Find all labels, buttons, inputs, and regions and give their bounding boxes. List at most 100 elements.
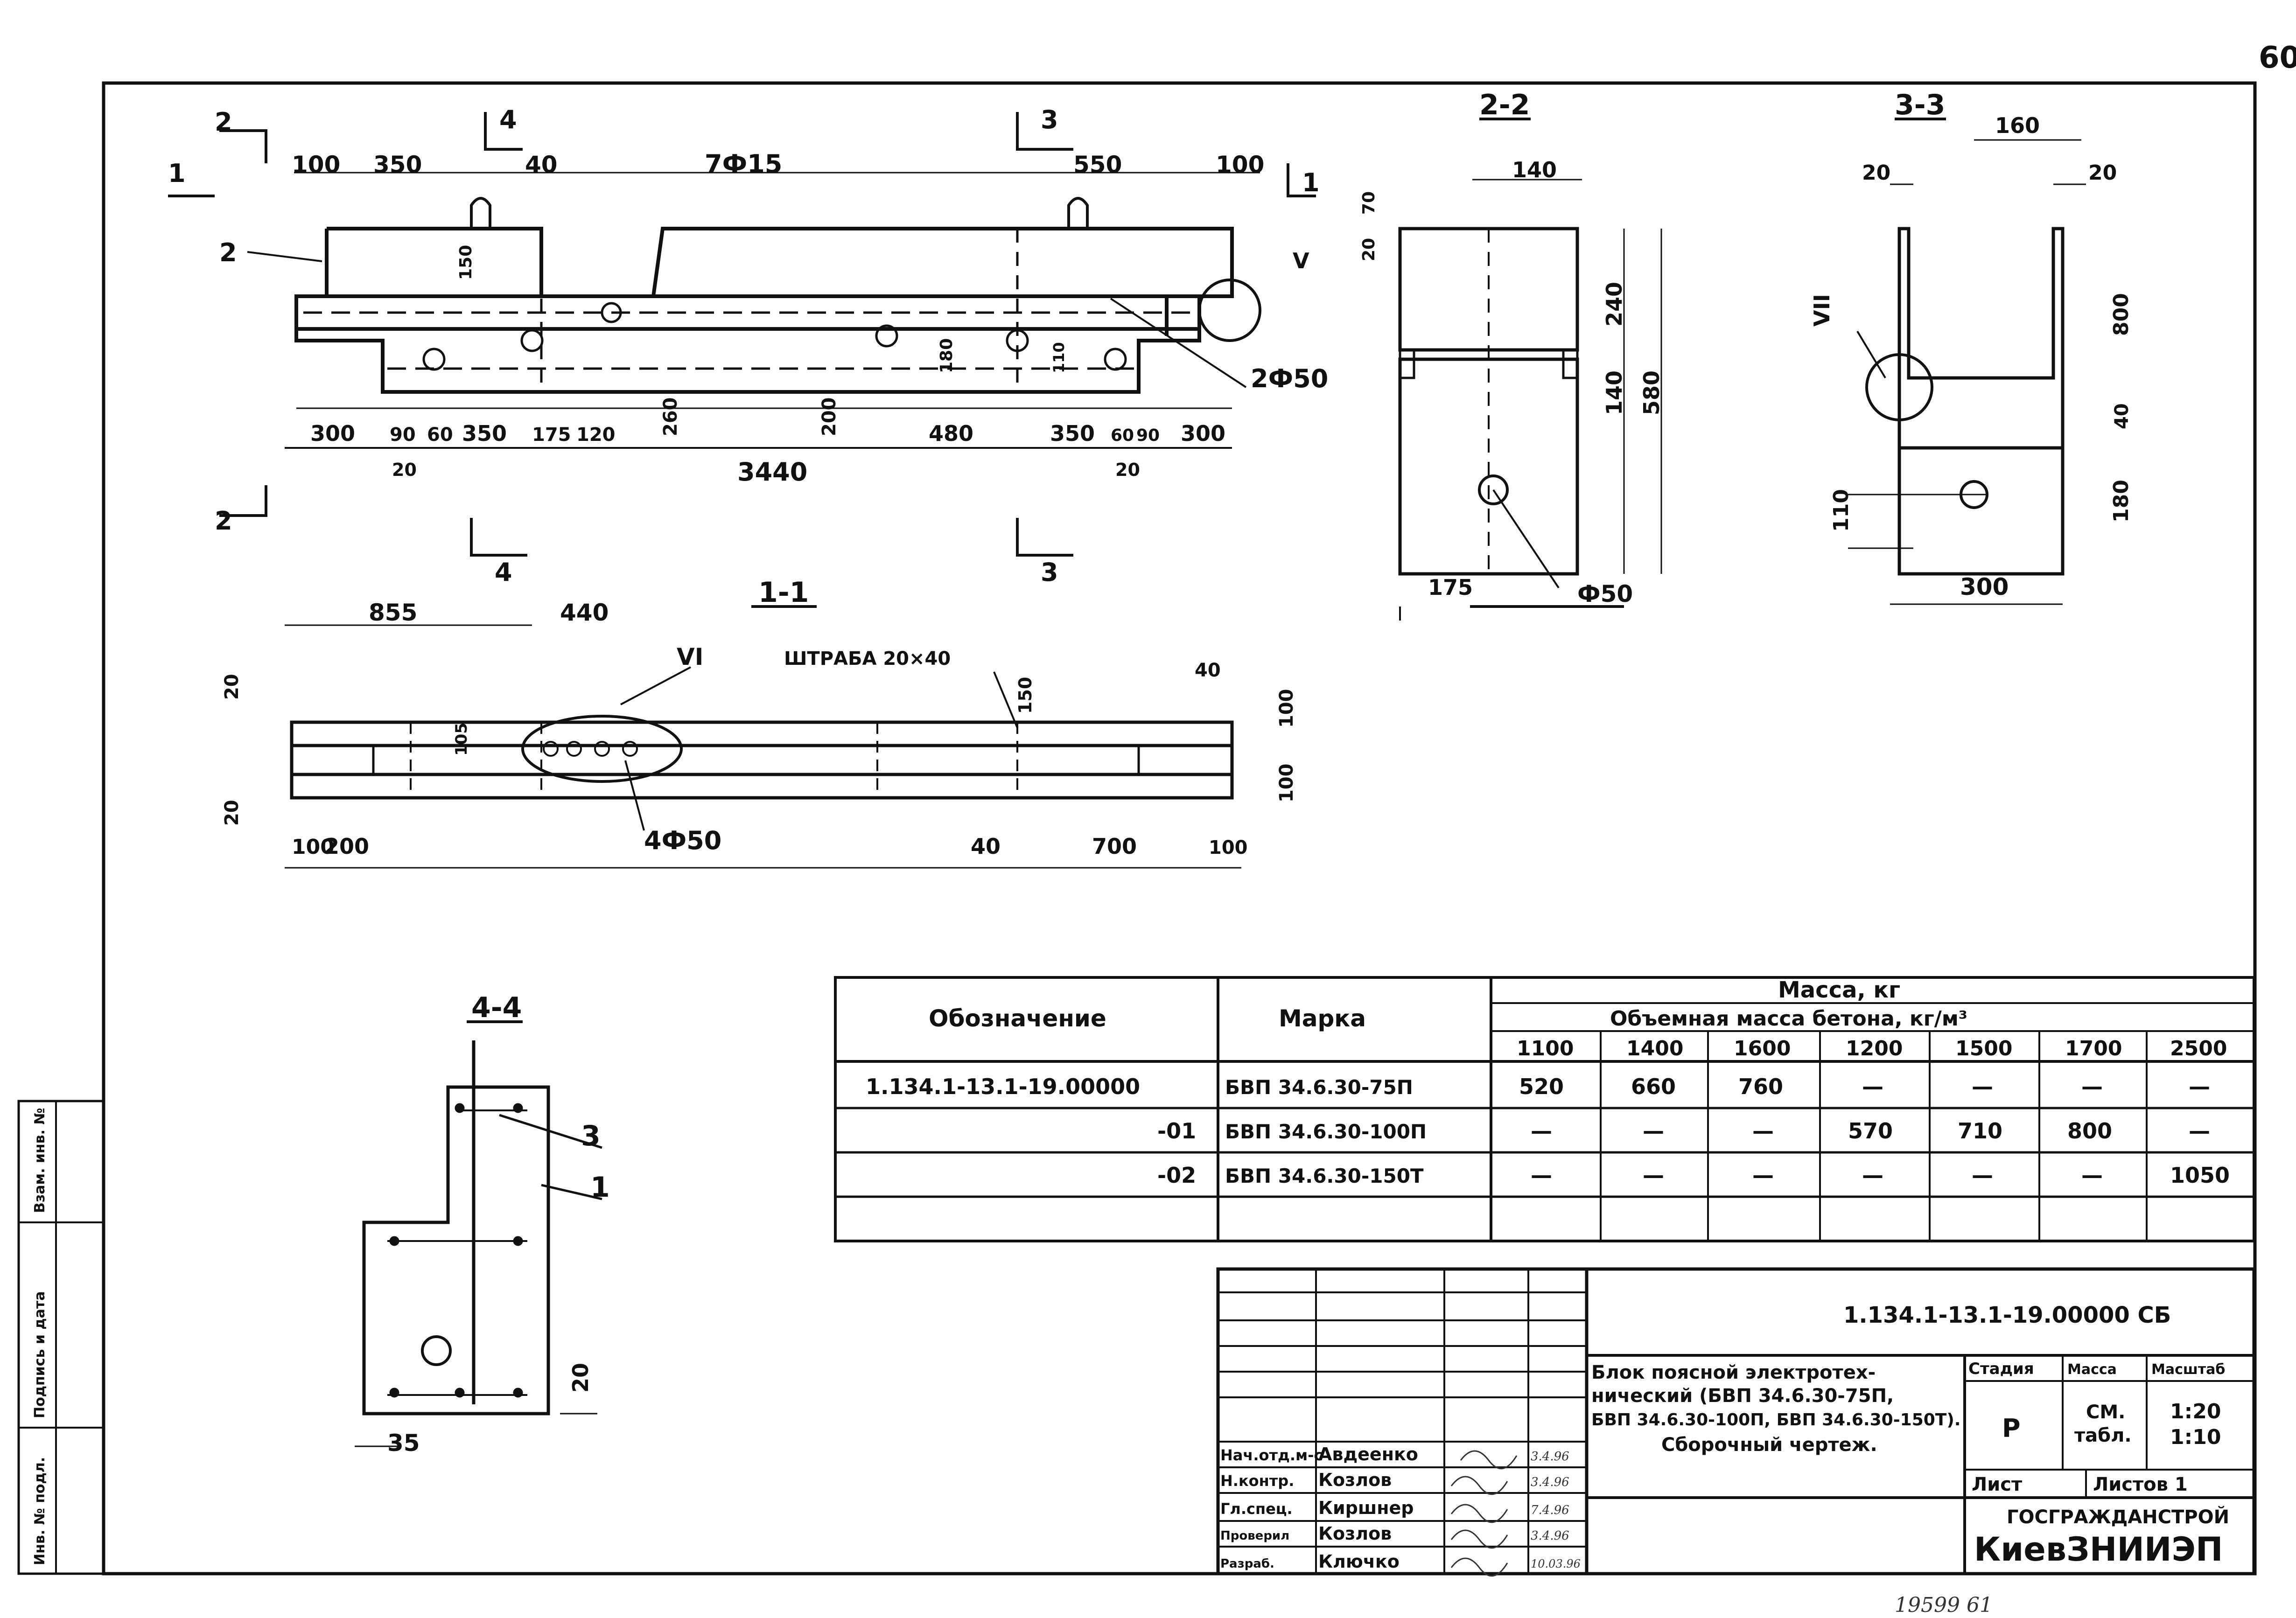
callout-4f50: 4Ф50 bbox=[644, 826, 721, 855]
dim-1-1-100-v-top: 100 bbox=[1276, 689, 1297, 728]
callout-shtraba: ШТРАБА 20×40 bbox=[784, 648, 951, 670]
row-value: — bbox=[1643, 1163, 1664, 1188]
density-col: 1700 bbox=[2065, 1037, 2122, 1060]
row-value: 570 bbox=[1848, 1118, 1893, 1144]
dim-b-260: 260 bbox=[660, 398, 681, 437]
dim-4-4-20: 20 bbox=[568, 1363, 593, 1393]
doc-name-line-2: нический (БВП 34.6.30-75П, bbox=[1591, 1385, 1894, 1407]
dim-v-180: 180 bbox=[937, 338, 956, 373]
row-value: 660 bbox=[1631, 1074, 1676, 1099]
signature-name: Ключко bbox=[1318, 1551, 1400, 1572]
dim-1-1-40: 40 bbox=[971, 834, 1001, 859]
dim-350: 350 bbox=[373, 151, 422, 178]
callout-1: 1 bbox=[590, 1171, 610, 1204]
row-value: — bbox=[1972, 1163, 1993, 1188]
row-value: — bbox=[2189, 1118, 2210, 1144]
doc-code: 1.134.1-13.1-19.00000 СБ bbox=[1843, 1302, 2171, 1328]
section-1-1-labels: 1-1 855 440 100 200 40 700 100 40 20 20 … bbox=[221, 576, 1297, 859]
dim-3-3-20-left: 20 bbox=[1862, 161, 1890, 185]
dim-2-2-140: 140 bbox=[1512, 157, 1557, 182]
callout-vii: VII bbox=[1809, 294, 1834, 327]
mass-value-2: табл. bbox=[2074, 1425, 2132, 1446]
dim-2-2-580: 580 bbox=[1639, 370, 1664, 415]
row-value: 760 bbox=[1738, 1074, 1783, 1099]
table-header-density: Объемная масса бетона, кг/м³ bbox=[1610, 1007, 1967, 1031]
sheets-label: Листов 1 bbox=[2093, 1474, 2188, 1495]
dim-overall-3440: 3440 bbox=[737, 457, 807, 487]
density-col: 1400 bbox=[1626, 1037, 1683, 1060]
section-1-1-view bbox=[285, 605, 1241, 869]
dim-b-120: 120 bbox=[576, 424, 616, 446]
dim-small-20-left: 20 bbox=[392, 460, 417, 480]
scale-value-2: 1:10 bbox=[2170, 1425, 2221, 1449]
scale-value-1: 1:20 bbox=[2170, 1400, 2221, 1423]
dim-1-1-100-right: 100 bbox=[1209, 837, 1248, 858]
dim-3-3-800: 800 bbox=[2109, 293, 2133, 336]
callout-2f50: 2Ф50 bbox=[1251, 364, 1328, 393]
row-value: — bbox=[1862, 1074, 1883, 1099]
dim-b-90: 90 bbox=[390, 424, 416, 446]
dim-1-1-105: 105 bbox=[452, 723, 471, 756]
dim-3-3-20-right: 20 bbox=[2088, 161, 2117, 185]
section-mark-4-top: 4 bbox=[499, 105, 517, 134]
table-header-mark: Марка bbox=[1279, 1005, 1366, 1032]
signature-mark bbox=[1460, 1450, 1518, 1470]
dim-b-90-right: 90 bbox=[1136, 426, 1160, 445]
section-3-3-title: 3-3 bbox=[1895, 89, 1945, 121]
signature-role: Разраб. bbox=[1220, 1557, 1274, 1571]
table-header-designation: Обозначение bbox=[929, 1005, 1106, 1032]
dim-1-1-20-top: 20 bbox=[221, 674, 243, 700]
row-value: — bbox=[1531, 1163, 1552, 1188]
dim-100-right: 100 bbox=[1216, 151, 1264, 178]
signature-mark bbox=[1450, 1504, 1508, 1523]
row-value: — bbox=[1972, 1074, 1993, 1099]
elevation-view bbox=[168, 112, 1316, 557]
dim-small-20-right: 20 bbox=[1115, 460, 1140, 480]
row-value: — bbox=[1531, 1118, 1552, 1144]
dim-v-150: 150 bbox=[456, 245, 476, 280]
signature-name: Козлов bbox=[1318, 1470, 1392, 1490]
signature-row: Н.контр. Козлов 3.4.96 bbox=[1220, 1470, 1569, 1495]
callout-vi: VI bbox=[677, 643, 703, 670]
section-2-2-title: 2-2 bbox=[1479, 89, 1530, 121]
signature-name: Авдеенко bbox=[1318, 1444, 1418, 1465]
signature-mark bbox=[1450, 1557, 1508, 1577]
dim-1-1-100-v-bottom: 100 bbox=[1276, 764, 1297, 803]
row-value: — bbox=[2081, 1074, 2103, 1099]
section-4-4-title: 4-4 bbox=[471, 991, 522, 1024]
section-1-1-title: 1-1 bbox=[758, 576, 809, 609]
section-mark-1-right: 1 bbox=[1302, 168, 1320, 197]
row-value: — bbox=[1752, 1118, 1774, 1144]
signature-date: 7.4.96 bbox=[1531, 1503, 1569, 1517]
elevation-labels: 100 350 40 7Ф15 550 100 2 2Ф50 V 2 1 1 2… bbox=[168, 105, 1328, 587]
density-col: 1500 bbox=[1955, 1037, 2012, 1060]
footer-note: 19599 61 bbox=[1895, 1593, 1993, 1617]
row-mark: БВП 34.6.30-75П bbox=[1225, 1076, 1413, 1099]
signature-date: 3.4.96 bbox=[1531, 1529, 1569, 1543]
signature-date: 10.03.96 bbox=[1531, 1557, 1581, 1570]
dim-1-1-40-top: 40 bbox=[1195, 660, 1221, 681]
dim-b-200: 200 bbox=[819, 398, 840, 437]
dim-b-480: 480 bbox=[929, 421, 973, 446]
side-stamp: Взам. инв. № Подпись и дата Инв. № подл. bbox=[17, 1100, 105, 1575]
section-2-2-labels: 2-2 140 70 20 240 140 580 175 Ф50 bbox=[1359, 89, 1664, 607]
dim-2-2-70: 70 bbox=[1359, 191, 1379, 215]
doc-name-line-1: Блок поясной электротех- bbox=[1591, 1362, 1876, 1383]
density-columns: 1100 1400 1600 1200 1500 1700 2500 bbox=[1517, 1037, 2227, 1060]
dim-3-3-110: 110 bbox=[1829, 489, 1853, 532]
signature-name: Киршнер bbox=[1318, 1498, 1414, 1518]
row-mark: БВП 34.6.30-100П bbox=[1225, 1120, 1427, 1143]
dim-3-3-160: 160 bbox=[1995, 113, 2040, 138]
doc-name-line-4: Сборочный чертеж. bbox=[1661, 1434, 1877, 1456]
mass-value-1: СМ. bbox=[2086, 1402, 2125, 1423]
dim-b-350-right: 350 bbox=[1050, 421, 1095, 446]
dim-100-left: 100 bbox=[292, 151, 340, 178]
table-row: 1.134.1-13.1-19.00000 БВП 34.6.30-75П 52… bbox=[866, 1074, 2210, 1099]
section-3-3-labels: 3-3 160 20 20 800 40 180 110 300 VII bbox=[1809, 89, 2133, 600]
row-value: — bbox=[1643, 1118, 1664, 1144]
stamp-signature-date: Подпись и дата bbox=[32, 1291, 48, 1418]
dim-2-2-140-v: 140 bbox=[1602, 370, 1627, 415]
row-value: 1050 bbox=[2170, 1163, 2230, 1188]
row-value: 520 bbox=[1519, 1074, 1564, 1099]
